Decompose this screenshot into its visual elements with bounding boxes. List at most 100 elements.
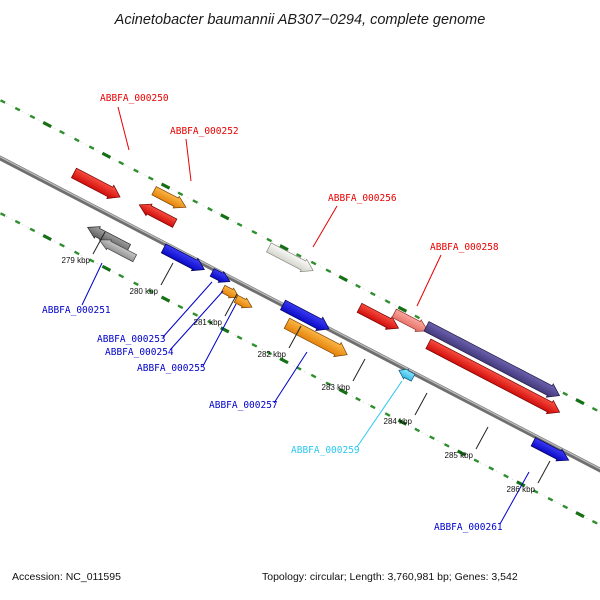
ruler-tick xyxy=(295,253,302,258)
ruler-tick xyxy=(192,312,199,317)
ruler-tick xyxy=(355,396,361,402)
ruler-tick xyxy=(73,137,80,143)
ruler-label: 281 kbp xyxy=(194,318,223,327)
gene-arrow-ABBFA_000254[interactable] xyxy=(209,267,232,287)
gene-label-ABBFA_000259[interactable]: ABBFA_000259 xyxy=(291,445,360,456)
gene-arrow[interactable] xyxy=(423,320,563,403)
ruler-tick xyxy=(575,398,585,406)
ruler-tick xyxy=(251,343,258,348)
ruler-tick xyxy=(101,264,112,272)
ruler-tick xyxy=(133,168,139,173)
ruler-tick xyxy=(575,511,585,519)
ruler-tick xyxy=(88,145,95,150)
ruler-tick xyxy=(42,121,52,129)
kbp-leader xyxy=(224,293,238,317)
gene-label-leader xyxy=(273,351,308,404)
ruler-tick xyxy=(562,391,569,397)
ruler-tick xyxy=(325,381,332,387)
footer-summary: Topology: circular; Length: 3,760,981 bp… xyxy=(262,571,518,583)
gene-label-ABBFA_000261[interactable]: ABBFA_000261 xyxy=(434,522,503,533)
ruler-tick xyxy=(14,106,21,112)
ruler-tick xyxy=(0,99,6,104)
gene-label-leader xyxy=(162,281,213,338)
gene-arrow-ABBFA_000256[interactable] xyxy=(266,241,317,277)
ruler-tick xyxy=(279,244,289,252)
ruler-tick xyxy=(325,268,332,274)
ruler-tick xyxy=(29,114,36,120)
ruler-tick xyxy=(59,129,65,135)
gene-arrow[interactable] xyxy=(356,302,401,335)
gene-arrow-ABBFA_000259[interactable] xyxy=(396,365,416,382)
gene-label-ABBFA_000258[interactable]: ABBFA_000258 xyxy=(430,242,499,253)
ruler-tick xyxy=(207,319,213,325)
ruler-tick xyxy=(266,350,273,356)
gene-label-ABBFA_000254[interactable]: ABBFA_000254 xyxy=(105,347,174,358)
gene-label-ABBFA_000251[interactable]: ABBFA_000251 xyxy=(42,305,111,316)
gene-arrow-ABBFA_000261[interactable] xyxy=(530,436,571,466)
gene-arrow[interactable] xyxy=(425,337,563,419)
ruler-tick xyxy=(236,335,243,340)
ruler-tick xyxy=(101,151,112,159)
ruler-tick xyxy=(118,273,125,279)
ruler-label: 286 kbp xyxy=(507,485,536,494)
ruler-tick xyxy=(310,373,317,379)
gene-label-ABBFA_000253[interactable]: ABBFA_000253 xyxy=(97,334,166,345)
gene-label-leader xyxy=(169,290,224,351)
ruler-tick xyxy=(236,222,243,227)
ruler-label: 282 kbp xyxy=(258,350,287,359)
gene-label-ABBFA_000250[interactable]: ABBFA_000250 xyxy=(100,93,169,104)
ruler-tick xyxy=(369,291,376,297)
ruler-label: 279 kbp xyxy=(62,256,91,265)
gene-label-leader xyxy=(117,106,130,151)
ruler-tick xyxy=(177,304,184,310)
ruler-tick xyxy=(397,305,408,313)
ruler-tick xyxy=(279,357,289,365)
label-layer: ABBFA_000250ABBFA_000252ABBFA_000251ABBF… xyxy=(42,93,536,533)
gene-label-ABBFA_000257[interactable]: ABBFA_000257 xyxy=(209,400,278,411)
gene-arrow-ABBFA_000258[interactable] xyxy=(391,307,431,336)
ruler-tick xyxy=(160,182,171,190)
ruler-tick xyxy=(532,489,539,494)
ruler-tick xyxy=(59,242,65,248)
ruler-tick xyxy=(503,473,509,479)
ruler-tick xyxy=(429,435,435,440)
gene-label-ABBFA_000252[interactable]: ABBFA_000252 xyxy=(170,126,239,137)
ruler-tick xyxy=(266,237,273,243)
ruler-tick xyxy=(207,206,213,212)
ruler-tick xyxy=(14,219,21,225)
ruler-tick xyxy=(73,250,80,256)
ruler-tick xyxy=(88,258,95,263)
ruler-tick xyxy=(147,289,154,294)
gene-arrow[interactable] xyxy=(97,235,138,263)
ruler-tick xyxy=(591,520,598,525)
gene-label-leader xyxy=(416,254,442,307)
kbp-leader xyxy=(475,426,489,450)
ruler-tick xyxy=(562,504,569,510)
ruler-tick xyxy=(384,412,391,417)
gene-arrow-ABBFA_000253[interactable] xyxy=(160,242,207,276)
gene-label-ABBFA_000256[interactable]: ABBFA_000256 xyxy=(328,193,397,204)
ruler-tick xyxy=(118,160,125,166)
kbp-leader xyxy=(352,358,366,382)
gene-arrow-layer xyxy=(70,166,571,466)
ruler-tick xyxy=(456,449,467,457)
gene-arrow-ABBFA_000255[interactable] xyxy=(220,284,241,302)
ruler-tick xyxy=(414,427,421,433)
gene-arrow-ABBFA_000252[interactable] xyxy=(151,185,189,213)
gene-arrow[interactable] xyxy=(279,298,332,335)
kbp-leader xyxy=(537,460,551,484)
gene-arrow[interactable] xyxy=(233,294,254,312)
gene-label-leader xyxy=(81,262,103,306)
gene-arrow-ABBFA_000250[interactable] xyxy=(70,166,123,203)
gene-label-leader xyxy=(312,205,338,248)
ruler-tick xyxy=(0,212,6,217)
ruler-tick xyxy=(338,387,348,395)
ruler-tick xyxy=(516,480,526,488)
ruler-label: 285 kbp xyxy=(445,451,474,460)
gene-label-ABBFA_000255[interactable]: ABBFA_000255 xyxy=(137,363,206,374)
gene-label-leader xyxy=(499,471,530,525)
gene-arrow[interactable] xyxy=(136,199,178,229)
ruler-tick xyxy=(547,496,554,502)
kbp-leader xyxy=(414,392,428,416)
ruler-tick xyxy=(177,191,184,197)
